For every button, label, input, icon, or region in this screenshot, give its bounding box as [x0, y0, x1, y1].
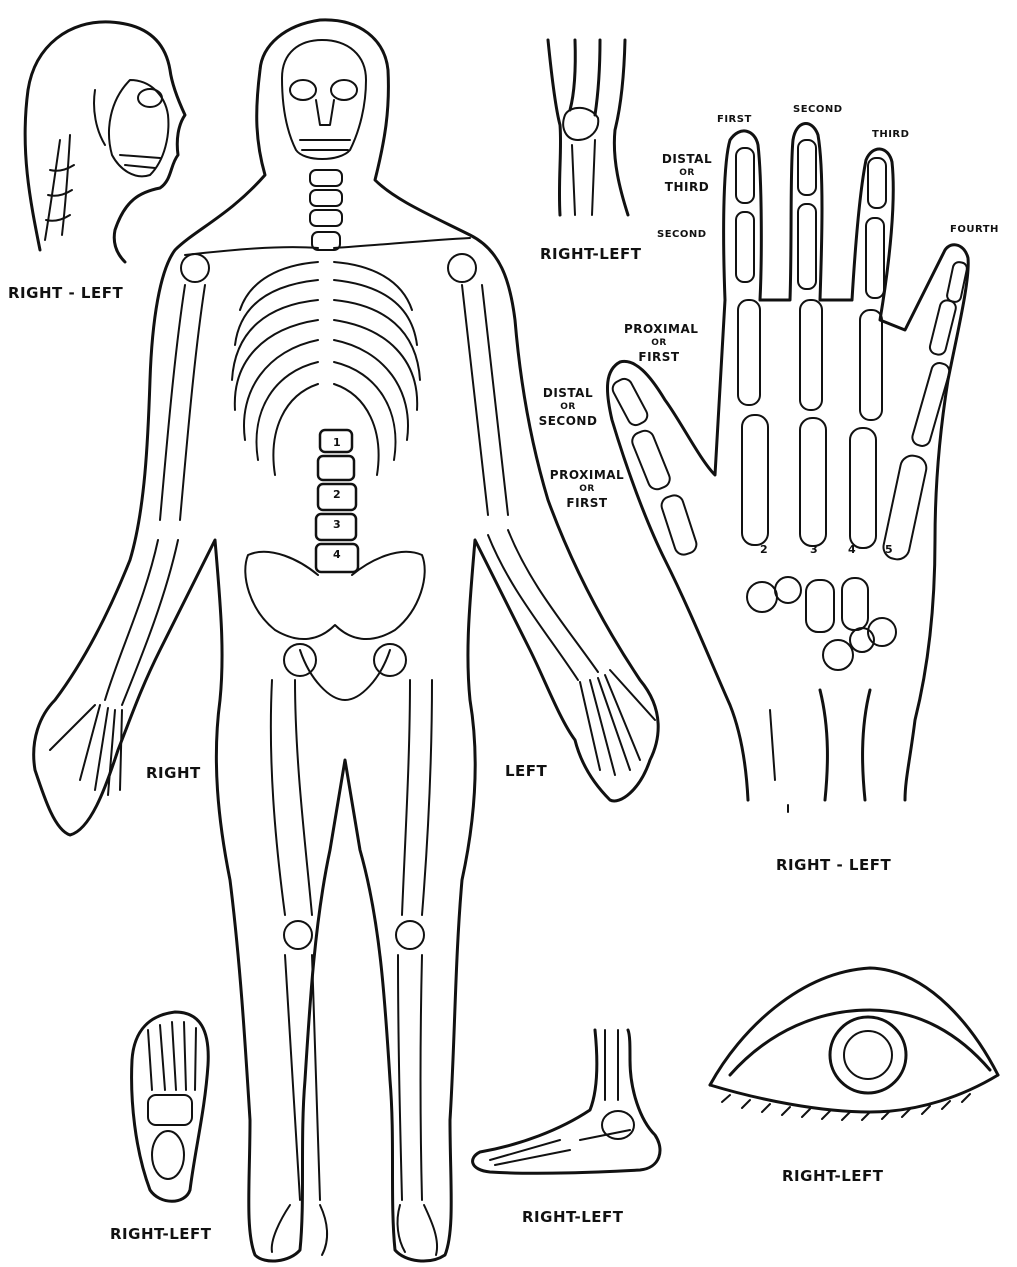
vertebra-number-2: 2: [333, 488, 341, 501]
svg-text:3: 3: [810, 543, 818, 556]
eye-drawing: [710, 968, 998, 1120]
finger-label-second: Second: [793, 104, 843, 115]
label-distal-third: Distal or Third: [655, 152, 719, 194]
foot-side-caption: Right-Left: [522, 1208, 624, 1226]
vertebra-number-4: 4: [333, 548, 341, 561]
body-right-label: Right: [146, 764, 201, 782]
label-thumb-distal-second: Distal or Second: [530, 386, 606, 428]
label-thumb-proximal-first: Proximal or First: [540, 468, 634, 510]
svg-text:5: 5: [885, 543, 893, 556]
hand-caption: Right - Left: [776, 856, 891, 874]
finger-label-fourth: Fourth: [950, 224, 999, 235]
eye-caption: Right-Left: [782, 1167, 884, 1185]
body-left-label: Left: [505, 762, 547, 780]
vertebra-number-1: 1: [333, 436, 341, 449]
label-proximal-first: Proximal or First: [624, 322, 694, 364]
vertebra-number-3: 3: [333, 518, 341, 531]
foot-top-caption: Right-Left: [110, 1225, 212, 1243]
svg-text:4: 4: [848, 543, 856, 556]
finger-label-first: First: [717, 114, 752, 125]
head-caption: Right - Left: [8, 284, 123, 302]
label-second-phalanx: Second: [657, 229, 707, 240]
finger-caption: Right-Left: [540, 245, 642, 263]
head-profile-drawing: [25, 22, 185, 262]
finger-joint-drawing: [548, 40, 628, 215]
svg-text:2: 2: [760, 543, 768, 556]
hand-drawing: 2 3 4 5: [607, 124, 968, 812]
foot-top-drawing: [132, 1012, 209, 1201]
foot-side-drawing: [473, 1030, 660, 1173]
finger-label-third: Third: [872, 129, 909, 140]
